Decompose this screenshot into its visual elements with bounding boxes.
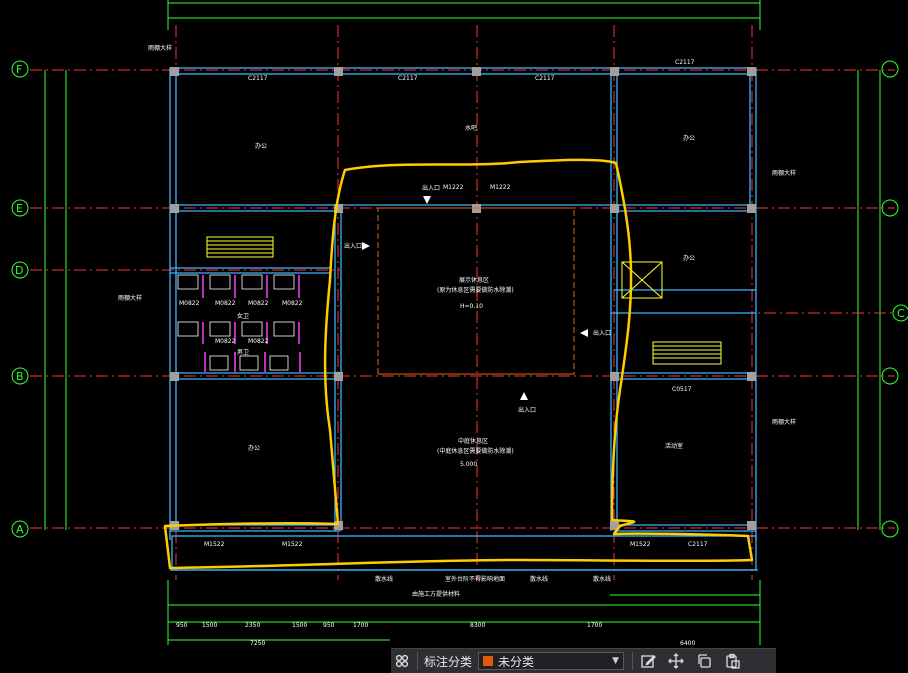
- door-tag: M1522: [204, 541, 225, 548]
- category-selected-value: 未分类: [498, 654, 535, 669]
- room-bath-f: 男卫: [237, 349, 249, 356]
- atrium-area: [377, 207, 575, 375]
- door-tag: M1522: [630, 541, 651, 548]
- room-water-bar: 水吧: [465, 124, 477, 132]
- toilet-fixtures: [177, 274, 295, 371]
- door-tag: M1522: [282, 541, 303, 548]
- dim-value: 1500: [292, 622, 307, 629]
- entrance-label-1: 出入口: [422, 184, 440, 192]
- room-office-r: 办公: [683, 254, 695, 262]
- door-tag: M0822: [282, 300, 303, 307]
- room-labels: 办公 水吧 办公 办公 女卫 男卫 办公 活动室 展示休息区 (原为休息区需要做…: [237, 124, 695, 468]
- entrance-label-3: 出入口: [593, 329, 611, 337]
- dim-value: 950: [323, 622, 335, 629]
- roof-note: 雨棚大样: [772, 418, 796, 426]
- window-tag: C2117: [248, 75, 268, 82]
- roof-note: 雨棚大样: [772, 169, 796, 177]
- window-tag: C2117: [688, 541, 708, 548]
- atrium-upper-name: 展示休息区: [459, 276, 489, 284]
- chevron-down-icon: ▼: [612, 656, 620, 666]
- roof-note: 雨棚大样: [118, 294, 142, 302]
- category-label: 标注分类: [424, 654, 473, 669]
- door-tag: M0822: [248, 338, 269, 345]
- dim-value: 1700: [353, 622, 368, 629]
- room-bath-m: 女卫: [237, 312, 249, 320]
- annotation-toolbar: 标注分类 未分类 ▼: [391, 648, 776, 673]
- dim-value: 8300: [470, 622, 485, 629]
- toilet-partitions: [202, 275, 301, 372]
- highlight-outline: [163, 158, 754, 570]
- category-color-swatch: [483, 656, 494, 666]
- atrium-upper-note: (原为休息区需要做防水除潮): [437, 286, 514, 294]
- axis-label-A: A: [16, 523, 24, 536]
- toolbar-divider: [632, 652, 634, 670]
- door-tag: M0822: [215, 300, 236, 307]
- stair-west: [206, 236, 274, 258]
- entrance-arrow-1: [423, 196, 431, 204]
- room-activity: 活动室: [665, 442, 683, 450]
- edit-icon[interactable]: [637, 650, 659, 672]
- room-office-bl: 办公: [248, 444, 260, 452]
- entrance-markers: 出入口 出入口 出入口 出入口: [344, 184, 611, 414]
- dim-value: 7250: [250, 640, 265, 647]
- door-tag: M0822: [248, 300, 269, 307]
- atrium-lower-name: 中庭休息区: [458, 437, 488, 445]
- entrance-arrow-3: [580, 329, 588, 337]
- axis-bubbles: F E D C B A: [11, 60, 908, 538]
- door-window-tags: C2117 C2117 C2117 C2117 M1222 M1222 M082…: [179, 59, 708, 548]
- door-tag: M1222: [490, 184, 511, 191]
- category-select[interactable]: 未分类 ▼: [478, 652, 625, 670]
- dim-value: 1700: [587, 622, 602, 629]
- atrium-lower-elevation: 5.000: [460, 461, 477, 468]
- door-tag: M0822: [215, 338, 236, 345]
- door-tag: M0822: [179, 300, 200, 307]
- toolbar-divider: [417, 652, 418, 670]
- dim-value: 950: [176, 622, 188, 629]
- dim-value: 6400: [680, 640, 695, 647]
- entrance-label-2: 出入口: [344, 242, 362, 250]
- dim-value: 2350: [245, 622, 260, 629]
- room-office-tl: 办公: [255, 142, 267, 150]
- move-icon[interactable]: [665, 650, 687, 672]
- copy-icon[interactable]: [693, 650, 715, 672]
- entrance-arrow-4: [520, 392, 528, 400]
- roof-note: 雨棚大样: [148, 44, 172, 52]
- axis-label-F: F: [16, 63, 22, 76]
- dimension-lines: [44, 0, 881, 645]
- axis-label-D: D: [15, 264, 23, 277]
- axis-label-C: C: [897, 307, 905, 320]
- room-office-tr: 办公: [683, 134, 695, 142]
- window-tag: C2117: [675, 59, 695, 66]
- axis-label-E: E: [16, 202, 23, 215]
- window-tag: C0517: [672, 386, 692, 393]
- elevator-shaft: [621, 261, 663, 299]
- axis-label-B: B: [16, 370, 24, 383]
- dim-value: 1500: [202, 622, 217, 629]
- window-tag: C2117: [398, 75, 418, 82]
- bottom-note: 散水线: [530, 575, 548, 583]
- bottom-note: 由施工方提供材料: [412, 590, 460, 598]
- bottom-note: 散水线: [375, 575, 393, 583]
- bottom-note: 室外台阶不得影响地面: [445, 575, 505, 583]
- bottom-dimensions: 950 1500 2350 1500 950 1700 1700 8300 72…: [176, 622, 695, 647]
- entrance-arrow-2: [362, 242, 370, 250]
- atrium-upper-elevation: H=0.10: [460, 303, 483, 310]
- door-tag: M1222: [443, 184, 464, 191]
- walls: [169, 67, 758, 571]
- stair-east: [652, 341, 722, 365]
- entrance-label-4: 出入口: [518, 406, 536, 414]
- bottom-note: 散水线: [593, 575, 611, 583]
- window-tag: C2117: [535, 75, 555, 82]
- paste-icon[interactable]: [721, 650, 743, 672]
- atrium-lower-note: (中庭休息区需要做防水除潮): [437, 447, 514, 455]
- grid-icon[interactable]: [391, 650, 413, 672]
- side-notes: 雨棚大样 雨棚大样 雨棚大样 雨棚大样 散水线 散水线 散水线 室外台阶不得影响…: [118, 44, 796, 598]
